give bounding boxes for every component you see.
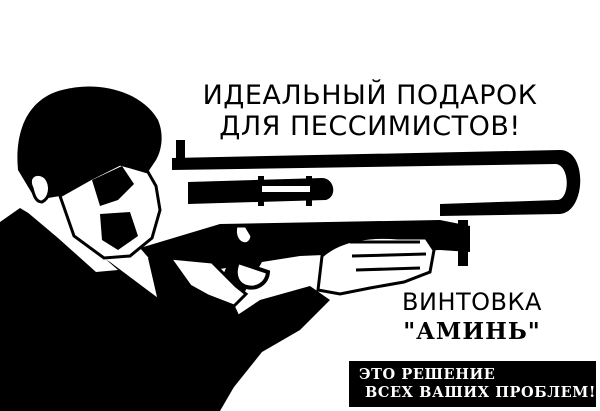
face-shadow — [92, 166, 134, 206]
man-ear — [29, 172, 51, 204]
slogan-line-2: ВСЕХ ВАШИХ ПРОБЛЕМ! — [365, 384, 596, 401]
product-label: ВИНТОВКА "АМИНЬ" — [382, 287, 562, 347]
headline: ИДЕАЛЬНЫЙ ПОДАРОК ДЛЯ ПЕССИМИСТОВ! — [190, 80, 550, 142]
man-hair — [17, 86, 162, 200]
cufflink — [118, 366, 130, 386]
shirt-collar — [20, 196, 118, 272]
right-hand — [166, 256, 249, 308]
rifle-bolt — [233, 224, 254, 246]
scope-ring — [262, 186, 310, 192]
slogan-banner: ЭТО РЕШЕНИЕ ВСЕХ ВАШИХ ПРОБЛЕМ! — [349, 361, 596, 407]
rifle-trigger-guard — [233, 259, 271, 290]
face-shadow-2 — [100, 212, 138, 250]
rifle-front-sight — [176, 140, 185, 160]
product-model: "АМИНЬ" — [403, 318, 541, 345]
scope-mount-front — [258, 176, 264, 206]
eyebrow — [126, 144, 156, 158]
headline-line-2: ДЛЯ ПЕССИМИСТОВ! — [219, 111, 521, 142]
rifle-band — [458, 220, 468, 266]
left-hand — [316, 235, 436, 296]
product-name: ВИНТОВКА — [402, 288, 542, 316]
headline-line-1: ИДЕАЛЬНЫЙ ПОДАРОК — [202, 80, 538, 111]
artist-signature: А.В. — [8, 388, 35, 403]
slogan-line-1: ЭТО РЕШЕНИЕ — [359, 366, 496, 383]
rifle-barrel-loop — [172, 150, 581, 216]
man-suit — [0, 208, 218, 411]
left-arm — [200, 286, 330, 400]
left-hand-fingers — [350, 240, 427, 272]
